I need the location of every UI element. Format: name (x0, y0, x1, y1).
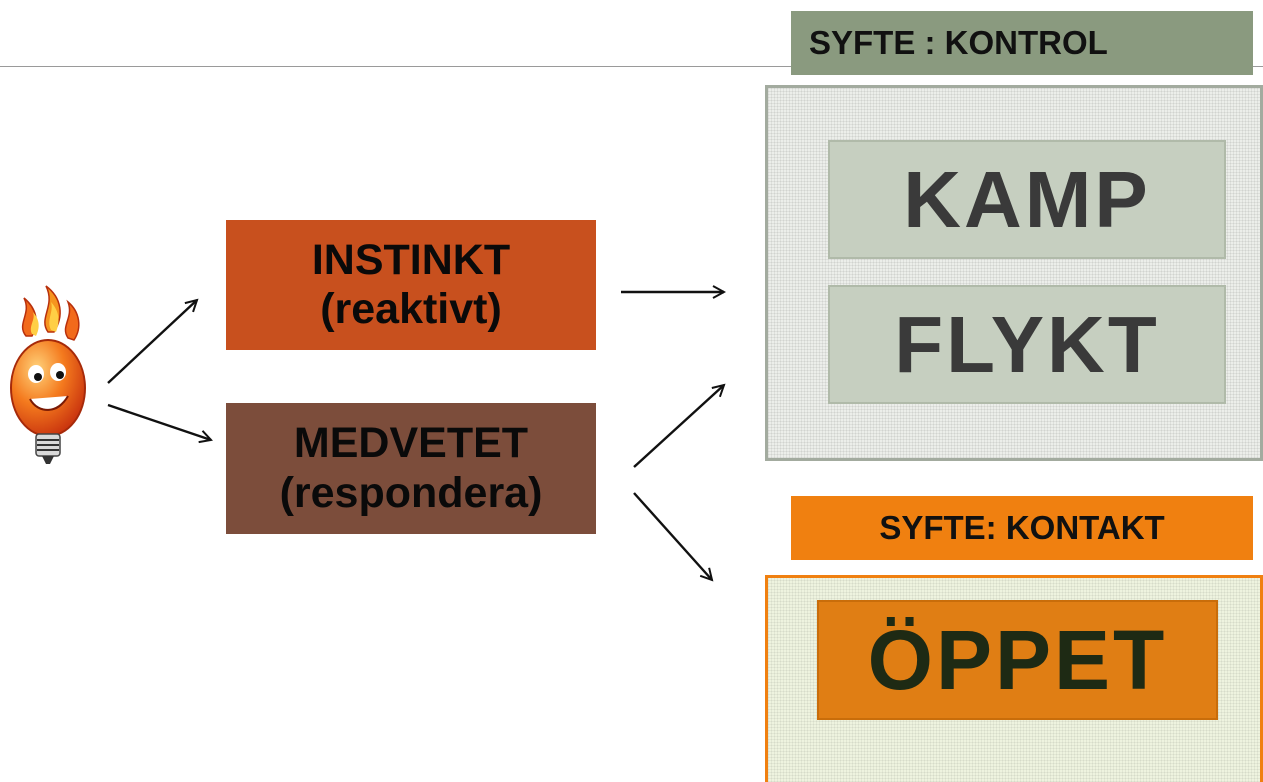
purpose-control-header: SYFTE : KONTROL (791, 11, 1253, 75)
conscious-title: MEDVETET (293, 419, 529, 468)
flaming-lightbulb-face-icon (10, 285, 86, 464)
instinct-box: INSTINKT (reaktivt) (226, 220, 596, 350)
conscious-box: MEDVETET (respondera) (226, 403, 596, 534)
arrow-bulb-to-instinct (107, 300, 197, 384)
instinct-title: INSTINKT (311, 235, 511, 284)
purpose-contact-header: SYFTE: KONTAKT (791, 496, 1253, 560)
flight-box: FLYKT (828, 285, 1226, 404)
header-divider-line (0, 66, 1263, 67)
arrow-conscious-to-control (633, 385, 724, 468)
fight-box: KAMP (828, 140, 1226, 259)
instinct-subtitle: (reaktivt) (320, 285, 502, 333)
conscious-subtitle: (respondera) (279, 468, 543, 517)
arrow-bulb-to-conscious (107, 403, 211, 440)
arrow-conscious-to-contact (633, 492, 712, 580)
open-box: ÖPPET (817, 600, 1218, 720)
